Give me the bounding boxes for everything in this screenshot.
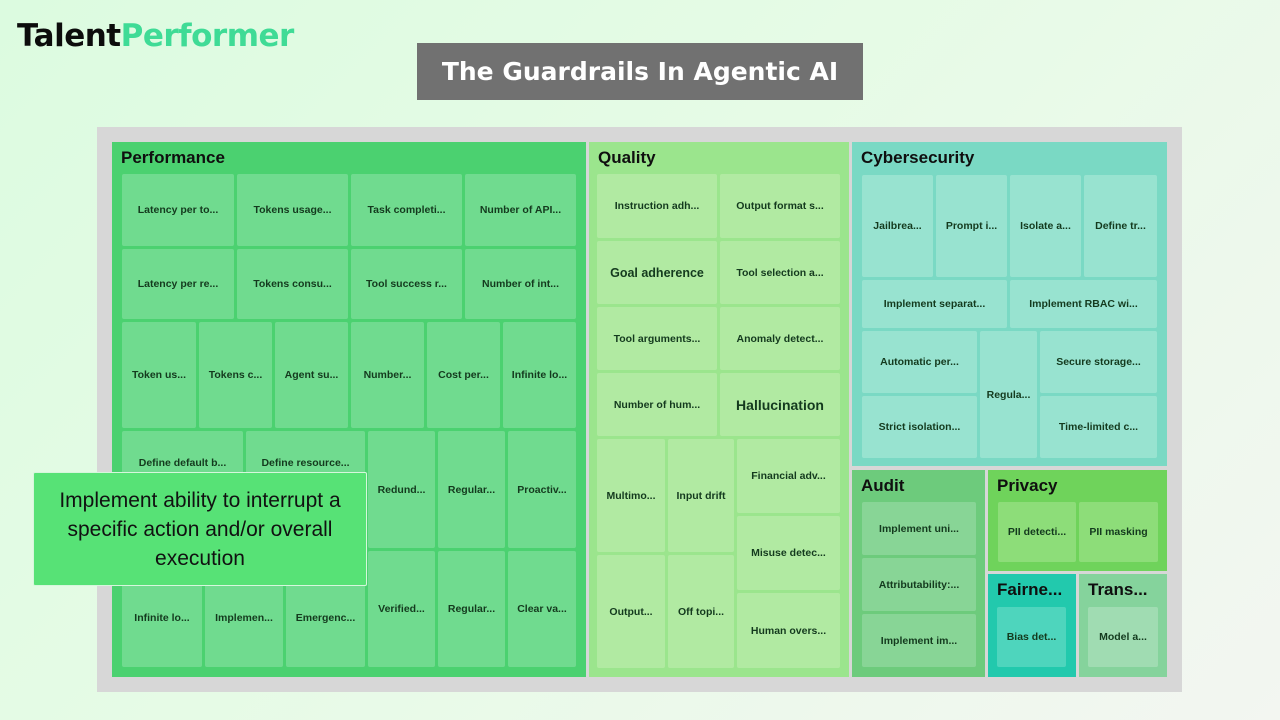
treemap-cell[interactable]: Cost per... (427, 322, 500, 428)
page-title: The Guardrails In Agentic AI (417, 43, 863, 100)
treemap-cell[interactable]: Define tr... (1084, 175, 1157, 277)
treemap-cell[interactable]: Multimo... (597, 439, 665, 552)
brand-logo: TalentPerformer (17, 18, 294, 54)
group-title: Performance (121, 148, 225, 167)
treemap-cell[interactable]: Tool selection a... (720, 241, 840, 304)
treemap-cell[interactable]: Output... (597, 555, 665, 668)
treemap-cell[interactable]: Regular... (438, 551, 505, 667)
treemap-cell[interactable]: Tokens usage... (237, 174, 348, 246)
treemap-cell[interactable]: Regular... (438, 431, 505, 548)
group-title: Trans... (1088, 580, 1148, 599)
treemap-cell[interactable]: Tokens c... (199, 322, 272, 428)
logo-part-performer: Performer (120, 18, 295, 54)
treemap-cell[interactable]: Implement RBAC wi... (1010, 280, 1157, 328)
group-title: Cybersecurity (861, 148, 975, 167)
treemap-cell[interactable]: Tool success r... (351, 249, 462, 319)
treemap-group-cybersecurity[interactable]: Cybersecurity Jailbrea... Prompt i... Is… (852, 142, 1167, 466)
logo-part-talent: Talent (17, 18, 121, 54)
treemap-cell[interactable]: Model a... (1088, 607, 1158, 667)
treemap-cell[interactable]: Isolate a... (1010, 175, 1081, 277)
treemap-group-fairness[interactable]: Fairne... Bias det... (988, 574, 1076, 677)
treemap-cell[interactable]: Strict isolation... (862, 396, 977, 458)
treemap-cell[interactable]: Hallucination (720, 373, 840, 436)
treemap-group-performance[interactable]: Performance Latency per to... Tokens usa… (112, 142, 586, 677)
treemap-cell[interactable]: Goal adherence (597, 241, 717, 304)
treemap-cell[interactable]: Proactiv... (508, 431, 576, 548)
treemap-cell[interactable]: Token us... (122, 322, 196, 428)
treemap-cell[interactable]: Prompt i... (936, 175, 1007, 277)
treemap-cell[interactable]: Implement separat... (862, 280, 1007, 328)
treemap-cell[interactable]: PII masking (1079, 502, 1158, 562)
group-title: Fairne... (997, 580, 1063, 599)
treemap-group-audit[interactable]: Audit Implement uni... Attributability:.… (852, 470, 985, 677)
treemap-cell[interactable]: Number... (351, 322, 424, 428)
treemap-cell[interactable]: Instruction adh... (597, 174, 717, 238)
treemap-cell[interactable]: Implement uni... (862, 502, 976, 555)
treemap-cell[interactable]: Regula... (980, 331, 1037, 458)
treemap-cell[interactable]: Tool arguments... (597, 307, 717, 370)
treemap-cell[interactable]: Automatic per... (862, 331, 977, 393)
treemap-group-privacy[interactable]: Privacy PII detecti... PII masking (988, 470, 1167, 571)
treemap-cell[interactable]: Verified... (368, 551, 435, 667)
treemap-group-quality[interactable]: Quality Instruction adh... Output format… (589, 142, 849, 677)
treemap-cell[interactable]: Misuse detec... (737, 516, 840, 590)
treemap-cell[interactable]: Clear va... (508, 551, 576, 667)
treemap-cell[interactable]: Task completi... (351, 174, 462, 246)
treemap-cell[interactable]: Number of API... (465, 174, 576, 246)
treemap-cell[interactable]: Anomaly detect... (720, 307, 840, 370)
treemap-cell[interactable]: Bias det... (997, 607, 1066, 667)
treemap-cell[interactable]: Tokens consu... (237, 249, 348, 319)
treemap-cell[interactable]: Attributability:... (862, 558, 976, 611)
treemap-cell[interactable]: Jailbrea... (862, 175, 933, 277)
treemap-cell[interactable]: Number of int... (465, 249, 576, 319)
treemap-group-transparency[interactable]: Trans... Model a... (1079, 574, 1167, 677)
treemap-cell[interactable]: Human overs... (737, 593, 840, 668)
treemap-cell[interactable]: Financial adv... (737, 439, 840, 513)
treemap-cell[interactable]: Number of hum... (597, 373, 717, 436)
treemap-cell[interactable]: Output format s... (720, 174, 840, 238)
treemap-cell[interactable]: Off topi... (668, 555, 734, 668)
treemap-cell[interactable]: Secure storage... (1040, 331, 1157, 393)
group-title: Quality (598, 148, 656, 167)
hover-tooltip: Implement ability to interrupt a specifi… (33, 472, 367, 586)
group-title: Privacy (997, 476, 1058, 495)
treemap-cell[interactable]: Time-limited c... (1040, 396, 1157, 458)
group-title: Audit (861, 476, 905, 495)
treemap-cell[interactable]: Agent su... (275, 322, 348, 428)
treemap-cell[interactable]: Latency per re... (122, 249, 234, 319)
treemap-cell[interactable]: Latency per to... (122, 174, 234, 246)
treemap-cell[interactable]: PII detecti... (998, 502, 1076, 562)
treemap-cell[interactable]: Infinite lo... (503, 322, 576, 428)
treemap-cell[interactable]: Redund... (368, 431, 435, 548)
treemap-cell[interactable]: Implement im... (862, 614, 976, 667)
treemap-cell[interactable]: Input drift (668, 439, 734, 552)
